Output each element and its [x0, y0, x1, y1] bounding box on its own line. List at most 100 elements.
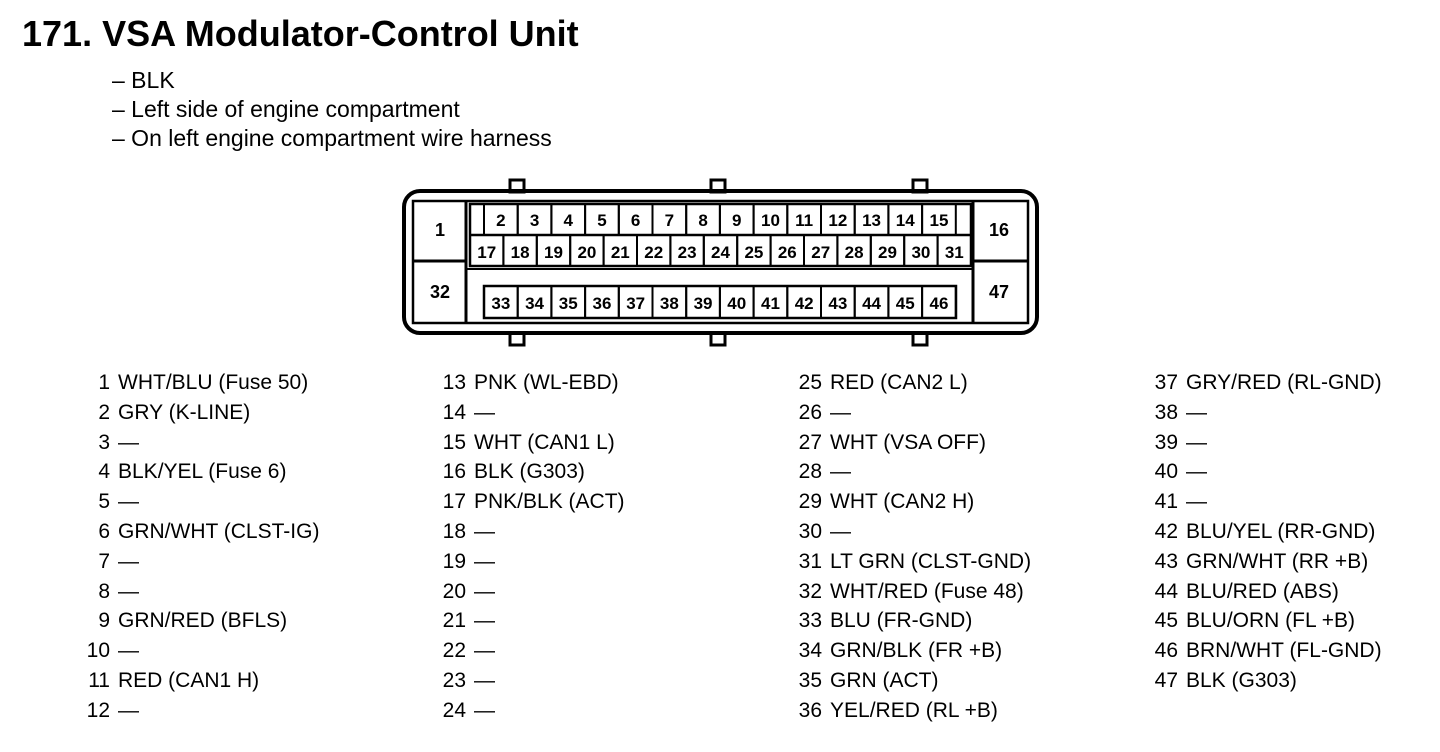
pin-description: —: [1186, 430, 1207, 454]
connector-pin-label: 15: [929, 211, 948, 230]
connector-pin-label: 45: [896, 294, 915, 313]
pin-description: —: [474, 549, 495, 573]
pin-number: 28: [798, 460, 822, 484]
pin-description: WHT/BLU (Fuse 50): [118, 371, 309, 394]
pin-entry: 24 —: [432, 696, 495, 726]
pin-number: 31: [798, 549, 822, 573]
pin-entry: 21—: [432, 606, 495, 636]
connector-pin-label: 33: [491, 294, 510, 313]
pin-entry: 23 —: [432, 666, 495, 696]
pin-entry: 16 BLK (G303): [432, 457, 585, 487]
connector-pin-label: 5: [597, 211, 606, 230]
connector-pin-label: 47: [989, 282, 1009, 302]
pin-number: 14: [442, 400, 466, 424]
pin-number: 25: [798, 371, 822, 394]
pin-entry: 40—: [1144, 457, 1207, 487]
pin-number: 43: [1154, 549, 1178, 573]
pin-number: 15: [442, 430, 466, 454]
connector-pin-label: 35: [559, 294, 578, 313]
pin-number: 40: [1154, 460, 1178, 484]
pin-entry: 31 LT GRN (CLST-GND): [788, 547, 1031, 577]
pin-description: RED (CAN1 H): [118, 669, 260, 692]
connector-pin-label: 24: [711, 243, 730, 262]
pin-description: —: [474, 400, 495, 424]
connector-pin-label: 34: [525, 294, 544, 313]
pin-number: 7: [98, 549, 110, 573]
pin-description: BLK (G303): [1186, 669, 1297, 692]
pin-number: 4: [98, 460, 110, 484]
pin-number: 3: [98, 430, 110, 454]
pin-description: —: [1186, 400, 1207, 424]
pin-number: 44: [1154, 579, 1178, 603]
connector-pin-label: 44: [862, 294, 881, 313]
pin-number: 8: [98, 579, 110, 603]
pin-number: 18: [442, 520, 466, 543]
pin-number: 5: [98, 490, 110, 514]
pin-description: —: [474, 669, 495, 692]
pin-entry: 20—: [432, 577, 495, 607]
pin-description: —: [830, 460, 851, 484]
connector-pin-label: 27: [811, 243, 830, 262]
pin-description: —: [118, 579, 139, 603]
note-harness: – On left engine compartment wire harnes…: [112, 125, 552, 151]
connector-pin-label: 37: [626, 294, 645, 313]
pin-description: WHT (CAN1 L): [474, 430, 615, 454]
pin-description: PNK/BLK (ACT): [474, 490, 625, 514]
pin-entry: 39—: [1144, 428, 1207, 458]
connector-pin-label: 3: [530, 211, 539, 230]
pin-number: 42: [1154, 520, 1178, 543]
connector-pin-label: 22: [644, 243, 663, 262]
pin-description: BLU/YEL (RR-GND): [1186, 520, 1376, 543]
pin-description: LT GRN (CLST-GND): [830, 549, 1032, 573]
pin-number: 16: [442, 460, 466, 484]
connector-pin-label: 32: [430, 282, 450, 302]
pin-description: GRY (K-LINE): [118, 400, 251, 424]
connector-pin-label: 28: [845, 243, 864, 262]
pin-number: 34: [798, 639, 822, 663]
pin-number: 19: [442, 549, 466, 573]
connector-pin-label: 23: [678, 243, 697, 262]
pin-number: 24: [442, 698, 466, 722]
pin-entry: 28 —: [788, 457, 851, 487]
connector-pin-label: 40: [727, 294, 746, 313]
pin-entry: 19 —: [432, 547, 495, 577]
pin-entry: 30—: [788, 517, 851, 547]
pin-number: 29: [798, 490, 822, 514]
pin-description: —: [118, 490, 139, 514]
pin-description: —: [118, 549, 139, 573]
connector-pin-label: 8: [698, 211, 707, 230]
pin-entry: 10—: [76, 636, 139, 666]
connector-pin-label: 11: [795, 211, 813, 230]
pin-description: BLU/ORN (FL +B): [1186, 609, 1356, 633]
pin-description: BLK (G303): [474, 460, 585, 484]
connector-pin-label: 42: [795, 294, 814, 313]
pin-number: 36: [798, 698, 822, 722]
pin-entry: 17 PNK/BLK (ACT): [432, 487, 625, 517]
connector-pin-label: 20: [577, 243, 596, 262]
connector-pin-label: 13: [862, 211, 881, 230]
pin-number: 46: [1154, 639, 1178, 663]
pin-number: 22: [442, 639, 466, 663]
pin-description: —: [830, 400, 851, 424]
pin-number: 23: [442, 669, 466, 692]
connector-pin-label: 31: [945, 243, 964, 262]
pin-description: —: [474, 698, 495, 722]
pin-description: —: [830, 520, 851, 543]
pin-description: —: [474, 579, 495, 603]
pin-description: GRN (ACT): [830, 669, 939, 692]
pin-number: 17: [442, 490, 466, 514]
pin-entry: 22—: [432, 636, 495, 666]
connector-pin-label: 36: [592, 294, 611, 313]
pin-description: —: [474, 520, 495, 543]
pin-number: 45: [1154, 609, 1178, 633]
pin-description: PNK (WL-EBD): [474, 371, 619, 394]
pin-number: 35: [798, 669, 822, 692]
pin-description: —: [118, 430, 139, 454]
